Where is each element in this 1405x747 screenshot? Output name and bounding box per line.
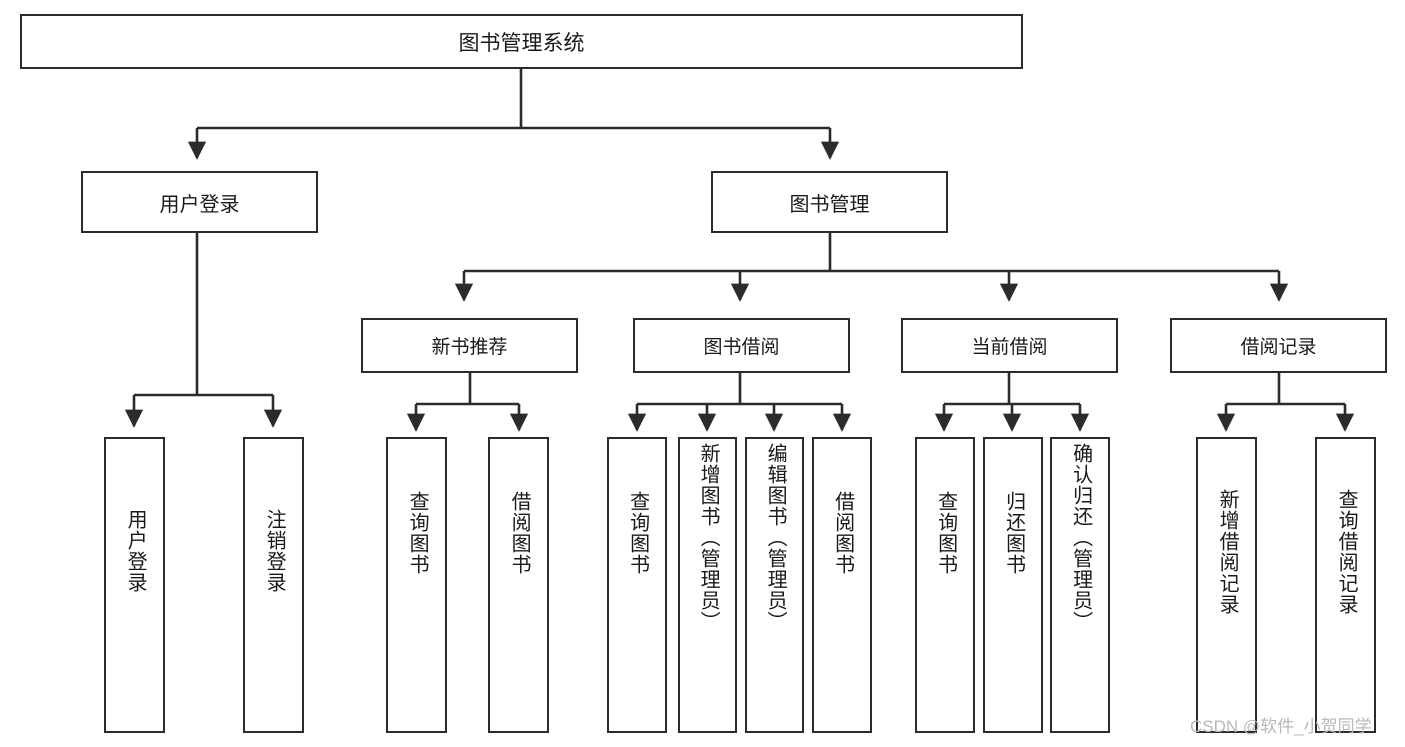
node-book-borrow[interactable]: 图书借阅 — [633, 318, 850, 373]
leaf-query-record-label: 查询借阅记录 — [1335, 489, 1358, 615]
node-user-login[interactable]: 用户登录 — [81, 171, 318, 233]
leaf-add-record[interactable]: 新增借阅记录 — [1196, 437, 1257, 733]
node-new-book-recommend[interactable]: 新书推荐 — [361, 318, 578, 373]
node-book-management-label: 图书管理 — [789, 193, 870, 216]
leaf-add-book[interactable]: 新增图书（管理员） — [678, 437, 737, 733]
node-current-borrow[interactable]: 当前借阅 — [901, 318, 1118, 373]
leaf-return-book-label: 归还图书 — [1002, 491, 1025, 575]
node-borrow-record-label: 借阅记录 — [1240, 337, 1317, 358]
leaf-query-book-1-label: 查询图书 — [406, 491, 429, 575]
node-user-login-label: 用户登录 — [159, 193, 240, 216]
leaf-borrow-book-2[interactable]: 借阅图书 — [812, 437, 872, 733]
leaf-borrow-book-2-label: 借阅图书 — [831, 491, 854, 575]
node-current-borrow-label: 当前借阅 — [971, 337, 1048, 358]
node-root[interactable]: 图书管理系统 — [20, 14, 1023, 69]
leaf-query-book-2[interactable]: 查询图书 — [607, 437, 667, 733]
leaf-query-book-3-label: 查询图书 — [934, 491, 957, 575]
leaf-confirm-return[interactable]: 确认归还（管理员） — [1050, 437, 1110, 733]
leaf-logout-login-label: 注销登录 — [263, 509, 286, 593]
leaf-add-record-label: 新增借阅记录 — [1216, 489, 1239, 615]
node-root-label: 图书管理系统 — [458, 31, 585, 55]
leaf-borrow-book-1-label: 借阅图书 — [508, 491, 531, 575]
leaf-edit-book-label: 编辑图书（管理员） — [764, 443, 787, 632]
leaf-user-login-label: 用户登录 — [124, 509, 147, 593]
node-book-borrow-label: 图书借阅 — [703, 337, 780, 358]
leaf-query-book-2-label: 查询图书 — [626, 491, 649, 575]
leaf-query-book-1[interactable]: 查询图书 — [386, 437, 447, 733]
node-book-management[interactable]: 图书管理 — [711, 171, 948, 233]
leaf-logout-login[interactable]: 注销登录 — [243, 437, 304, 733]
leaf-confirm-return-label: 确认归还（管理员） — [1069, 443, 1092, 632]
leaf-return-book[interactable]: 归还图书 — [983, 437, 1043, 733]
node-borrow-record[interactable]: 借阅记录 — [1170, 318, 1387, 373]
leaf-add-book-label: 新增图书（管理员） — [697, 443, 720, 632]
watermark: CSDN @软件_小贺同学 — [1190, 717, 1372, 736]
leaf-edit-book[interactable]: 编辑图书（管理员） — [745, 437, 804, 733]
node-new-book-recommend-label: 新书推荐 — [431, 337, 508, 358]
leaf-query-record[interactable]: 查询借阅记录 — [1315, 437, 1376, 733]
leaf-query-book-3[interactable]: 查询图书 — [915, 437, 975, 733]
leaf-user-login[interactable]: 用户登录 — [104, 437, 165, 733]
leaf-borrow-book-1[interactable]: 借阅图书 — [488, 437, 549, 733]
